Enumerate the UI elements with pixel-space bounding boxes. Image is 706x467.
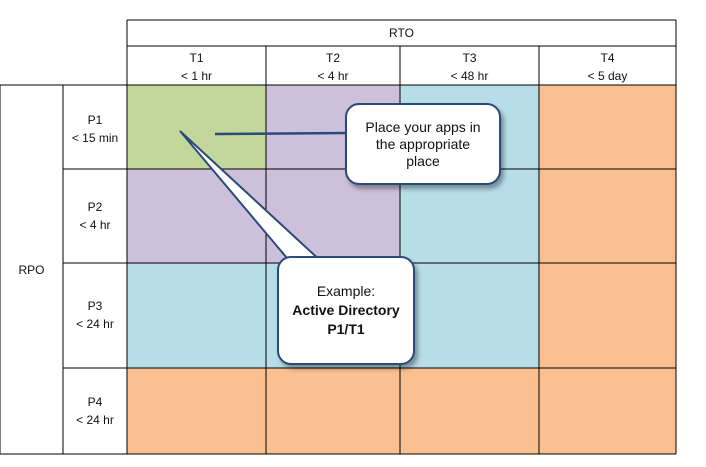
column-id: T2 (325, 51, 340, 65)
column-header-t4: T4 < 5 day (539, 49, 676, 85)
matrix-cell-p4-t4 (539, 368, 676, 454)
row-header-p1: P1 < 15 min (63, 111, 127, 147)
callout-line: Place your apps in (365, 118, 481, 135)
example-callout: Example: Active Directory P1/T1 (277, 256, 415, 365)
column-id: T1 (189, 51, 204, 65)
row-sub: < 15 min (71, 131, 119, 145)
row-sub: < 4 hr (79, 218, 111, 232)
callout-line: place (406, 152, 440, 169)
row-id: P4 (87, 395, 103, 409)
row-header-p3: P3 < 24 hr (63, 297, 127, 333)
row-header-p2: P2 < 4 hr (63, 198, 127, 234)
matrix-cell-p4-t3 (400, 368, 539, 454)
matrix-cell-p1-t1 (127, 85, 266, 169)
rto-header: RTO (389, 26, 414, 40)
column-sub: < 48 hr (450, 69, 489, 83)
row-sub: < 24 hr (76, 413, 114, 427)
column-id: T3 (462, 51, 477, 65)
row-id: P1 (87, 113, 103, 127)
callout-line: Example: (316, 283, 376, 299)
matrix-cell-p3-t4 (539, 263, 676, 368)
matrix-cell-p4-t2 (266, 368, 400, 454)
matrix-cell-p3-t1 (127, 263, 266, 368)
rpo-header: RPO (18, 263, 45, 277)
column-sub: < 4 hr (317, 69, 349, 83)
callout-line: P1/T1 (327, 321, 365, 337)
row-id: P3 (87, 299, 103, 313)
matrix-cells (127, 85, 676, 454)
matrix-cell-p1-t4 (539, 85, 676, 169)
row-id: P2 (87, 200, 103, 214)
place-apps-callout: Place your apps in the appropriate place (345, 103, 501, 185)
callout-line: the appropriate (375, 135, 471, 152)
place-callout-pointer (214, 131, 349, 136)
column-header-t2: T2 < 4 hr (266, 49, 400, 85)
matrix-cell-p4-t1 (127, 368, 266, 454)
matrix-cell-p3-t3 (400, 263, 539, 368)
column-sub: < 5 day (587, 69, 628, 83)
callout-line: Active Directory (292, 302, 400, 318)
column-header-t3: T3 < 48 hr (400, 49, 539, 85)
matrix-cell-p2-t4 (539, 169, 676, 263)
row-header-p4: P4 < 24 hr (63, 393, 127, 429)
matrix-cell-p2-t1 (127, 169, 266, 263)
row-sub: < 24 hr (76, 317, 114, 331)
column-sub: < 1 hr (180, 69, 213, 83)
column-header-t1: T1 < 1 hr (127, 49, 266, 85)
column-id: T4 (600, 51, 615, 65)
